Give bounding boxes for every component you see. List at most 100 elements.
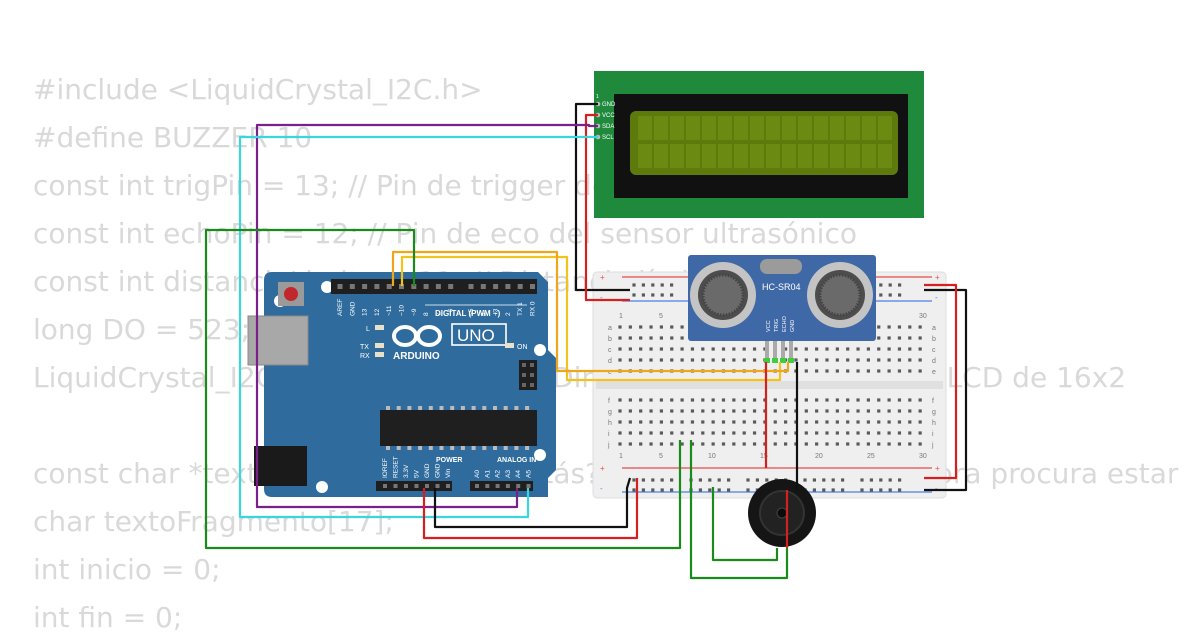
- hole: [846, 442, 850, 446]
- hole: [717, 488, 721, 492]
- hole: [825, 431, 829, 435]
- hole: [831, 478, 835, 482]
- hole: [752, 431, 757, 435]
- col-number: 30: [919, 313, 927, 320]
- hole: [632, 478, 636, 482]
- model-label: UNO: [457, 326, 495, 345]
- hole: [690, 398, 695, 402]
- wire-buzzer-ground: [711, 487, 779, 562]
- power-pin: [383, 484, 387, 488]
- hole: [835, 431, 839, 435]
- hole: [618, 398, 622, 402]
- chip-leg: [460, 446, 465, 450]
- digital-pin-label: 2: [505, 312, 512, 316]
- hole: [908, 431, 912, 435]
- hole: [670, 283, 674, 287]
- digital-pin-label: ~3: [493, 308, 500, 316]
- hole: [659, 431, 663, 435]
- hole: [670, 442, 674, 446]
- hole: [835, 358, 839, 362]
- row-letter: a: [608, 325, 612, 332]
- row-letter: d: [932, 358, 936, 365]
- hole: [752, 442, 757, 446]
- lcd-cell: [718, 116, 732, 140]
- hole: [670, 488, 674, 492]
- hole: [649, 409, 653, 413]
- hole: [701, 347, 705, 351]
- hole: [649, 420, 653, 424]
- hole: [639, 442, 643, 446]
- hole: [670, 431, 674, 435]
- hole: [680, 442, 684, 446]
- hole: [680, 347, 684, 351]
- chip-leg: [503, 446, 508, 450]
- wire-buzzer-return: [689, 440, 789, 580]
- hole: [825, 369, 829, 373]
- lcd-cell: [670, 144, 684, 168]
- hole: [897, 409, 902, 413]
- col-number: 15: [760, 453, 768, 460]
- hole: [860, 488, 864, 492]
- analog-pin-label: A2: [495, 470, 502, 478]
- digital-pin-label: ~10: [399, 305, 406, 316]
- row-letter: b: [608, 336, 612, 343]
- analog-header: [470, 481, 533, 491]
- hole: [918, 431, 922, 435]
- lcd-cell: [654, 116, 668, 140]
- rail-minus-label-br: -: [935, 484, 938, 493]
- hole: [877, 398, 881, 402]
- lcd-cell: [670, 116, 684, 140]
- hole: [639, 336, 643, 340]
- hole: [670, 478, 674, 482]
- hole: [825, 442, 829, 446]
- led-rx: [375, 352, 384, 357]
- hole: [721, 347, 726, 351]
- hole: [755, 478, 759, 482]
- hole: [649, 347, 653, 351]
- analog-pin-label: A0: [474, 470, 481, 478]
- hole: [897, 336, 902, 340]
- hole: [794, 347, 798, 351]
- wire-lcd-vcc: [584, 113, 630, 302]
- atmega-chip: [380, 410, 537, 446]
- lcd-cell: [734, 116, 748, 140]
- lcd-cell: [718, 144, 732, 168]
- hole: [877, 442, 881, 446]
- digital-pin-label: 4: [480, 312, 487, 316]
- hole: [651, 478, 655, 482]
- hole: [773, 409, 777, 413]
- hole: [831, 488, 835, 492]
- hole: [670, 420, 674, 424]
- hole: [701, 409, 705, 413]
- hole: [628, 347, 632, 351]
- hole: [670, 293, 674, 297]
- hole: [628, 336, 632, 340]
- wire-rail-gnd-bridge: [924, 288, 968, 492]
- hole: [841, 488, 845, 492]
- hole: [727, 488, 731, 492]
- hole: [877, 336, 881, 340]
- chip-leg: [418, 406, 423, 410]
- hole: [659, 409, 663, 413]
- lcd-cell: [638, 144, 652, 168]
- logo-infinity-right: [416, 325, 442, 347]
- sensor-pin-label: VCC: [766, 320, 772, 332]
- hole: [846, 358, 850, 362]
- hole: [660, 293, 664, 297]
- row-letter: e: [608, 369, 612, 376]
- row-letter: h: [608, 420, 612, 427]
- hole: [908, 325, 912, 329]
- hole: [618, 336, 622, 340]
- hole: [822, 478, 826, 482]
- lcd-cell: [750, 144, 764, 168]
- digital-pin-label: ~6: [448, 308, 455, 316]
- hole: [860, 478, 864, 482]
- hole: [649, 431, 653, 435]
- hole: [660, 478, 664, 482]
- power-pin: [446, 484, 450, 488]
- digital-pin-label: AREF: [337, 299, 344, 316]
- header-pin: [448, 284, 454, 289]
- chip-leg: [493, 446, 497, 450]
- hole: [815, 420, 819, 424]
- hole: [632, 283, 636, 287]
